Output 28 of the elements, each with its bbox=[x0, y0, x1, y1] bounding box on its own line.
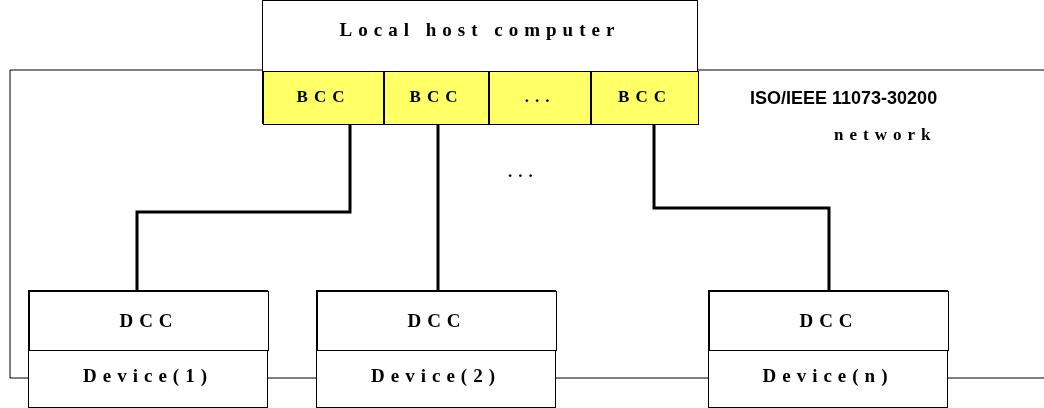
cell-label: ... bbox=[523, 87, 557, 107]
bcc-cell bbox=[591, 71, 699, 125]
bcc-cell bbox=[489, 71, 591, 125]
host-computer-box bbox=[262, 0, 698, 124]
device-label: Device(n) bbox=[761, 365, 895, 387]
ellipsis-note: ... bbox=[508, 162, 539, 182]
dcc-label: DCC bbox=[798, 310, 860, 332]
device-label: Device(1) bbox=[82, 365, 214, 387]
dcc-box bbox=[317, 291, 557, 351]
network-name: ISO/IEEE 11073-30200 bbox=[750, 88, 938, 109]
dcc-label: DCC bbox=[406, 310, 468, 332]
network-label: network bbox=[834, 125, 937, 145]
connector-line bbox=[436, 124, 440, 290]
bcc-cell bbox=[263, 71, 384, 125]
device-box bbox=[316, 290, 556, 408]
cell-label: BCC bbox=[295, 87, 352, 107]
connector-line bbox=[135, 124, 352, 290]
device-label: Device(2) bbox=[370, 365, 502, 387]
host-title: Local host computer bbox=[338, 19, 622, 41]
connector-line bbox=[652, 124, 831, 290]
dcc-box bbox=[709, 291, 949, 351]
cell-label: BCC bbox=[408, 87, 465, 107]
dcc-box bbox=[29, 291, 269, 351]
bcc-cell bbox=[384, 71, 489, 125]
device-box bbox=[708, 290, 948, 408]
dcc-label: DCC bbox=[118, 310, 180, 332]
cell-label: BCC bbox=[617, 87, 673, 107]
device-box bbox=[28, 290, 268, 408]
